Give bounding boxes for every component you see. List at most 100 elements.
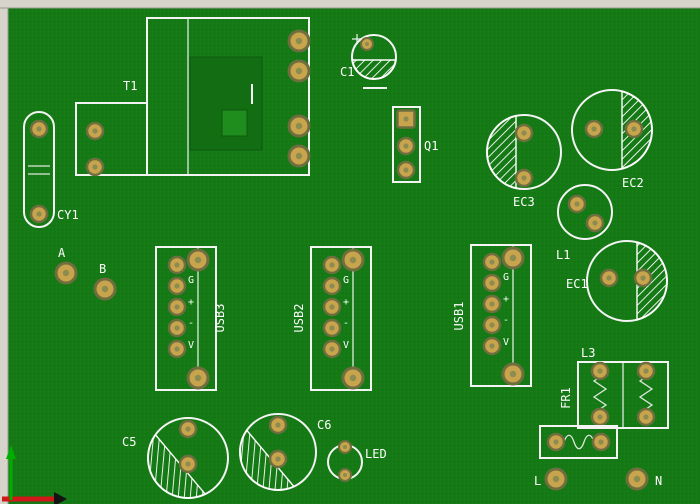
mount-pad[interactable] bbox=[501, 246, 525, 270]
component-usb3[interactable]: G + - V USB3 bbox=[155, 246, 227, 391]
silkscreen-outline bbox=[75, 102, 148, 176]
pad[interactable] bbox=[322, 339, 342, 359]
pad[interactable] bbox=[360, 37, 374, 51]
pad[interactable] bbox=[482, 252, 502, 272]
pad[interactable] bbox=[178, 454, 198, 474]
component-c6[interactable]: C6 bbox=[225, 413, 331, 504]
pin-label-g: G bbox=[503, 272, 509, 283]
component-ec2[interactable]: EC2 bbox=[571, 89, 653, 190]
pin-label-plus: + bbox=[188, 297, 194, 308]
silkscreen-outline bbox=[470, 244, 532, 387]
mount-pad[interactable] bbox=[341, 248, 365, 272]
component-q1[interactable]: Q1 bbox=[392, 106, 438, 183]
pad[interactable] bbox=[590, 407, 610, 427]
pad[interactable] bbox=[287, 29, 311, 53]
mount-pad[interactable] bbox=[186, 248, 210, 272]
designator-c6: C6 bbox=[317, 418, 331, 432]
pad[interactable] bbox=[544, 467, 568, 491]
pin-label-g: G bbox=[343, 275, 349, 286]
silkscreen-outline bbox=[392, 106, 421, 183]
pad[interactable] bbox=[636, 407, 656, 427]
pad[interactable] bbox=[584, 119, 604, 139]
pad[interactable] bbox=[599, 268, 619, 288]
pad[interactable] bbox=[167, 297, 187, 317]
pad[interactable] bbox=[167, 255, 187, 275]
pad[interactable] bbox=[268, 449, 288, 469]
pad[interactable] bbox=[625, 467, 649, 491]
mount-pad[interactable] bbox=[341, 366, 365, 390]
pad[interactable] bbox=[482, 315, 502, 335]
fuse-squiggle bbox=[563, 434, 595, 450]
component-c5[interactable]: C5 bbox=[122, 417, 229, 504]
pad[interactable] bbox=[590, 361, 610, 381]
mount-pad[interactable] bbox=[186, 366, 210, 390]
component-led[interactable]: LED bbox=[327, 440, 387, 482]
y-axis-arrowhead-icon bbox=[6, 445, 16, 459]
component-ec3[interactable]: EC3 bbox=[486, 114, 562, 209]
pad[interactable] bbox=[514, 168, 534, 188]
pad[interactable] bbox=[636, 361, 656, 381]
pad[interactable] bbox=[54, 261, 78, 285]
pad[interactable] bbox=[85, 121, 105, 141]
pad[interactable] bbox=[585, 213, 605, 233]
silkscreen-circle bbox=[557, 184, 613, 240]
pad[interactable] bbox=[287, 114, 311, 138]
pin-label-g: G bbox=[188, 275, 194, 286]
pad[interactable] bbox=[167, 276, 187, 296]
pad[interactable] bbox=[338, 440, 352, 454]
pad[interactable] bbox=[567, 194, 587, 214]
component-cy1[interactable]: CY1 bbox=[23, 111, 79, 228]
component-l1[interactable]: L1 bbox=[556, 184, 613, 262]
pad[interactable] bbox=[396, 160, 416, 180]
terminal-n[interactable]: N bbox=[625, 467, 662, 491]
pad[interactable] bbox=[29, 204, 49, 224]
component-fuse[interactable] bbox=[539, 425, 618, 459]
designator-fr1: FR1 bbox=[559, 387, 573, 409]
pad[interactable] bbox=[85, 157, 105, 177]
pad[interactable] bbox=[514, 123, 534, 143]
polarity-hatch bbox=[351, 59, 397, 80]
designator-n: N bbox=[655, 474, 662, 488]
component-t1[interactable]: T1 bbox=[75, 17, 311, 177]
pad[interactable] bbox=[396, 136, 416, 156]
pad[interactable] bbox=[322, 276, 342, 296]
pad[interactable] bbox=[322, 255, 342, 275]
component-c1[interactable]: C1 bbox=[340, 34, 397, 89]
component-ec1[interactable]: EC1 bbox=[566, 240, 668, 322]
pad[interactable] bbox=[482, 294, 502, 314]
pin-label-v: V bbox=[188, 340, 194, 351]
silkscreen-outline bbox=[155, 246, 217, 391]
pad[interactable] bbox=[624, 119, 644, 139]
terminal-l[interactable]: L bbox=[534, 467, 568, 491]
pad[interactable] bbox=[178, 419, 198, 439]
pad[interactable] bbox=[322, 318, 342, 338]
pad[interactable] bbox=[167, 339, 187, 359]
designator-a: A bbox=[58, 246, 66, 260]
designator-led: LED bbox=[365, 447, 387, 461]
pin-label-plus: + bbox=[343, 297, 349, 308]
pad[interactable] bbox=[338, 468, 352, 482]
mount-pad[interactable] bbox=[501, 362, 525, 386]
pad[interactable] bbox=[287, 144, 311, 168]
pad[interactable] bbox=[591, 432, 611, 452]
designator-usb2: USB2 bbox=[292, 304, 306, 333]
component-usb1[interactable]: G + - V USB1 bbox=[452, 244, 532, 387]
testpoint-a[interactable]: A bbox=[54, 246, 78, 285]
component-usb2[interactable]: G + - V USB2 bbox=[292, 246, 372, 391]
pad[interactable] bbox=[482, 273, 502, 293]
pad[interactable] bbox=[93, 277, 117, 301]
pad[interactable] bbox=[633, 268, 653, 288]
component-l3[interactable]: L3 FR1 bbox=[559, 346, 669, 429]
pad[interactable] bbox=[482, 336, 502, 356]
designator-t1: T1 bbox=[123, 79, 137, 93]
polarity-hatch bbox=[147, 433, 207, 499]
pad[interactable] bbox=[167, 318, 187, 338]
silkscreen-outline bbox=[310, 246, 372, 391]
pad[interactable] bbox=[268, 415, 288, 435]
pad[interactable] bbox=[546, 432, 566, 452]
pad[interactable] bbox=[287, 59, 311, 83]
pad[interactable] bbox=[29, 119, 49, 139]
testpoint-b[interactable]: B bbox=[93, 262, 117, 301]
pad[interactable] bbox=[322, 297, 342, 317]
